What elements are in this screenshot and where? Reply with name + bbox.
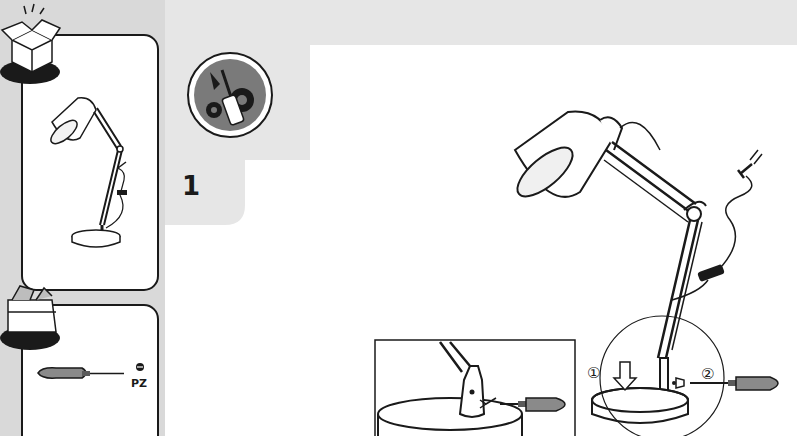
desk-lamp-shape (690, 382, 730, 384)
desk-lamp-shape (687, 207, 701, 221)
desk-lamp-shape (736, 377, 778, 390)
tools-box-shape (8, 311, 56, 313)
desk-lamp-shape (658, 220, 698, 358)
tools-badge (188, 53, 272, 137)
desk-lamp-shape (600, 316, 724, 436)
contents-box-shape (24, 4, 44, 14)
detail-inset-shape (518, 401, 526, 407)
detail-inset-shape (440, 342, 470, 372)
desk-lamp-shape (672, 222, 702, 350)
desk-lamp-shape (684, 202, 706, 210)
contents-box-shape (47, 116, 81, 147)
tools-badge-shape (211, 107, 217, 113)
desk-lamp-shape (697, 264, 725, 282)
desk-lamp-shape (614, 362, 636, 390)
step-number: 1 (182, 173, 200, 199)
detail-inset (375, 340, 575, 436)
callout-number: ② (701, 367, 714, 382)
desk-lamp-shape (738, 164, 752, 178)
bit-type-label: PZ (131, 378, 147, 389)
desk-lamp-shape (722, 176, 752, 266)
tools-box-shape (137, 366, 143, 367)
desk-lamp-shape (676, 378, 684, 388)
detail-inset-shape (378, 398, 522, 430)
tools-badge-shape (210, 72, 220, 90)
contents-box (0, 4, 158, 290)
detail-inset-shape (470, 390, 475, 395)
detail-inset-shape (480, 398, 496, 408)
contents-box-shape (2, 20, 60, 40)
background-panels-shape (165, 160, 245, 225)
desk-lamp-shape (592, 388, 688, 412)
desk-lamp-shape (728, 380, 736, 386)
detail-inset-shape (378, 414, 522, 436)
tools-badge-shape (194, 59, 266, 131)
desk-lamp-shape (750, 150, 762, 164)
background-panels-shape (165, 45, 310, 160)
contents-box-shape (12, 40, 52, 72)
detail-inset-shape (526, 398, 565, 411)
tools-badge-shape (188, 53, 272, 137)
desk-lamp-shape (672, 280, 708, 300)
tools-box-shape (8, 300, 56, 332)
contents-box-shape (100, 150, 122, 225)
contents-box-shape (72, 236, 120, 247)
tools-box-shape (90, 373, 124, 375)
tools-box-shape (38, 368, 86, 378)
callout-number: ① (587, 366, 600, 381)
detail-inset-shape (375, 340, 575, 436)
tools-box-shape (82, 371, 90, 376)
desk-lamp-shape (510, 139, 580, 204)
desk-lamp-shape (672, 381, 676, 385)
contents-box-shape (118, 162, 126, 168)
contents-box-shape (117, 190, 127, 195)
tools-badge-shape (222, 94, 245, 125)
desk-lamp-shape (600, 117, 622, 150)
tools-box (0, 286, 158, 436)
desk-lamp-shape (604, 160, 688, 222)
contents-box-shape (94, 108, 121, 150)
tools-badge-shape (206, 102, 222, 118)
detail-inset-shape (460, 366, 484, 417)
desk-lamp-shape (620, 122, 660, 150)
tools-box-shape (136, 363, 144, 371)
contents-box-shape (117, 146, 123, 152)
contents-box-shape (106, 168, 124, 228)
detail-inset-shape (500, 403, 520, 405)
tools-box-shape (12, 286, 52, 300)
desk-lamp-shape (606, 142, 696, 212)
